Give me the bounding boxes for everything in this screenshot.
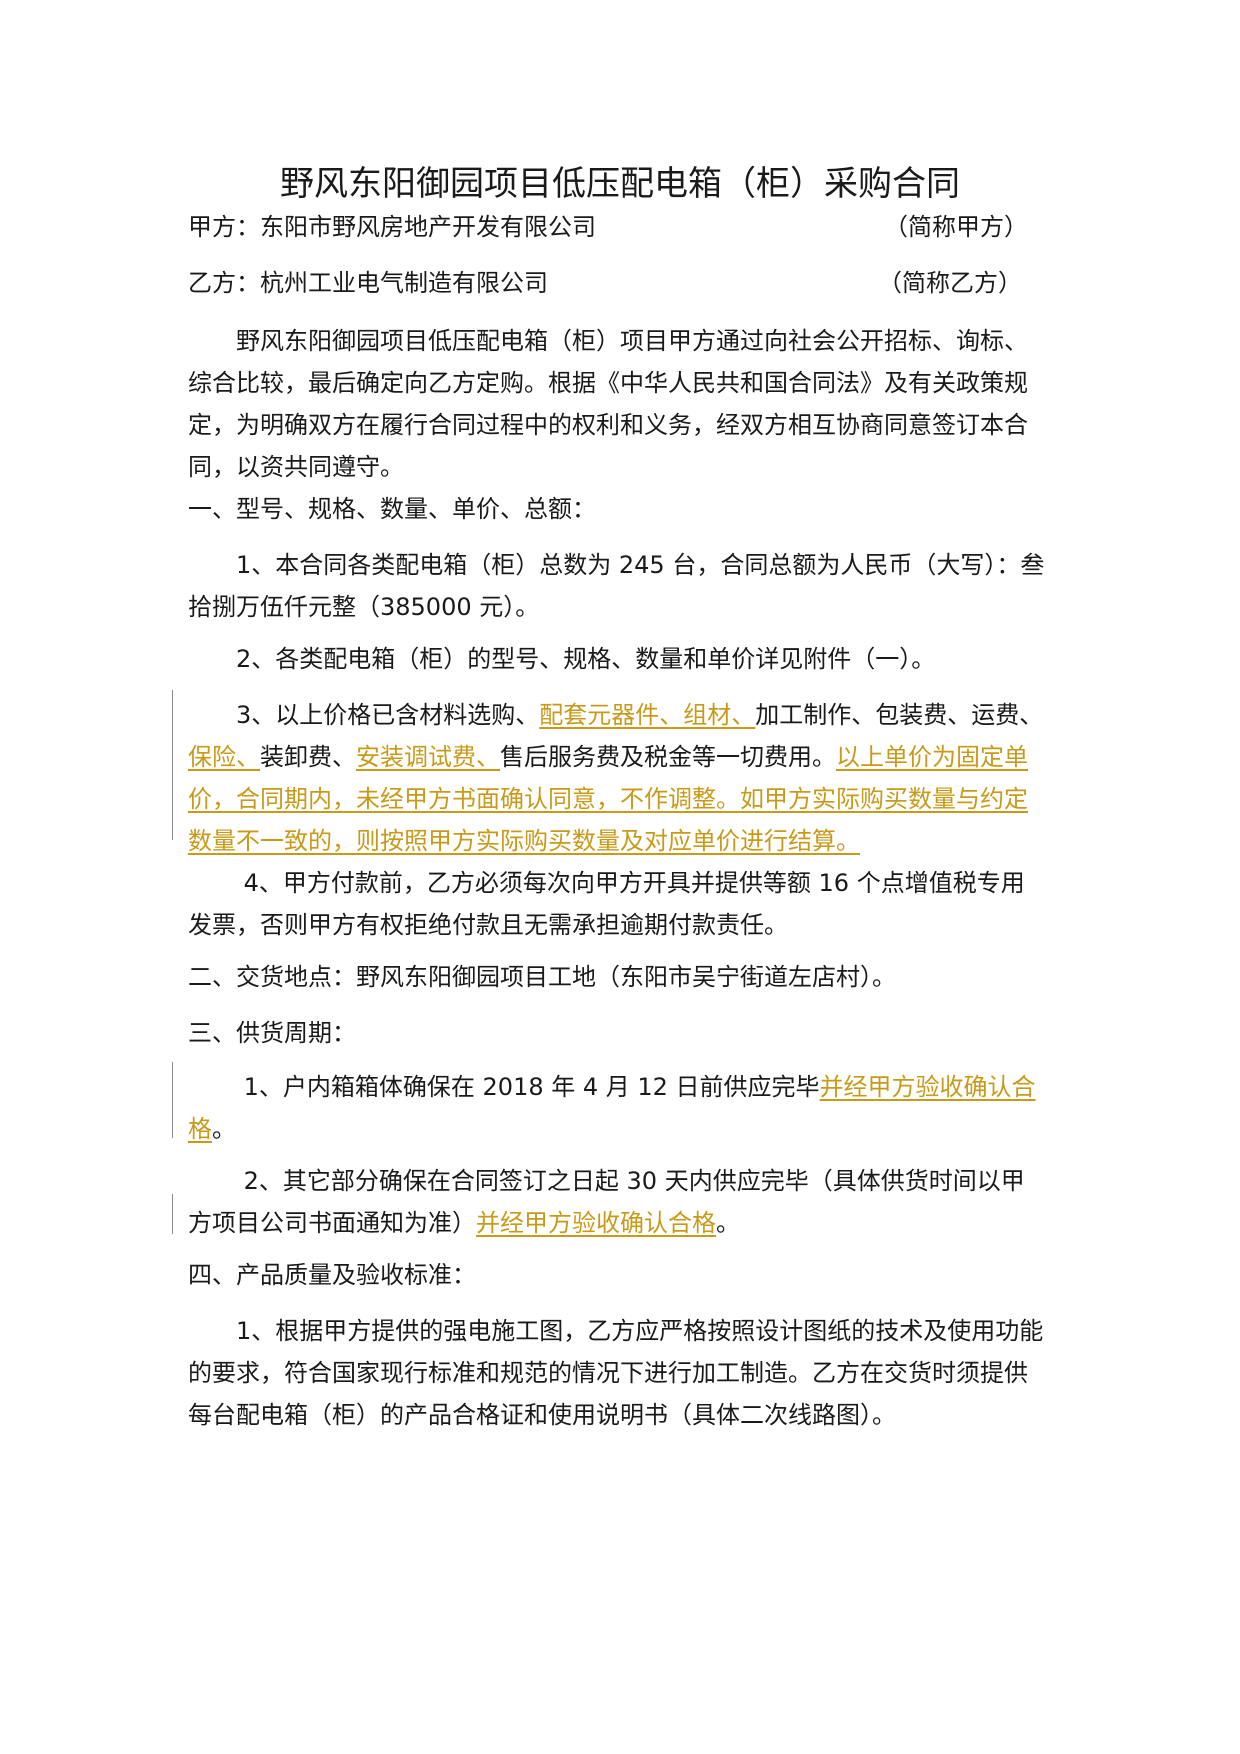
tracked-change: 并经甲方验收确认合格 [476,1209,716,1237]
section-1-clause-1: 1、本合同各类配电箱（柜）总数为 245 台，合同总额为人民币（大写）：叁拾捌万… [188,551,1045,621]
section-1-heading: 一、型号、规格、数量、单价、总额： [188,495,596,523]
tracked-change: 保险、 [188,743,260,771]
document-title: 野风东阳御园项目低压配电箱（柜）采购合同 [280,164,960,204]
section-1-clause-4: 4、甲方付款前，乙方必须每次向甲方开具并提供等额 16 个点增值税专用发票，否则… [188,869,1025,939]
section-3-clause-1: 1、户内箱箱体确保在 2018 年 4 月 12 日前供应完毕并经甲方验收确认合… [188,1073,1036,1143]
party-b-abbr: （简称乙方） [878,269,1022,297]
section-4-clause-1: 1、根据甲方提供的强电施工图，乙方应严格按照设计图纸的技术及使用功能的要求，符合… [188,1317,1044,1429]
tracked-change: 以上单价为固定单价，合同期内，未经甲方书面确认同意，不作调整。如甲方实际购买数量… [188,743,1028,855]
section-1-clause-2: 2、各类配电箱（柜）的型号、规格、数量和单价详见附件（一）。 [188,645,936,673]
revision-bar [172,1194,173,1234]
party-b-line: 乙方：杭州工业电气制造有限公司 （简称乙方） [188,266,1028,300]
section-3-heading: 三、供货周期： [188,1019,356,1047]
tracked-change: 配套元器件、组材、 [539,701,756,729]
revision-bar [172,1062,173,1138]
party-a-abbr: （简称甲方） [884,213,1028,241]
section-4-heading: 四、产品质量及验收标准： [188,1261,476,1289]
tracked-change: 并经甲方验收确认合格 [188,1073,1036,1143]
intro-paragraph: 野风东阳御园项目低压配电箱（柜）项目甲方通过向社会公开招标、询标、综合比较，最后… [188,327,1028,481]
section-3-clause-2: 2、其它部分确保在合同签订之日起 30 天内供应完毕（具体供货时间以甲方项目公司… [188,1167,1025,1237]
section-2-heading: 二、交货地点：野风东阳御园项目工地（东阳市吴宁街道左店村）。 [188,963,896,991]
party-b-label: 乙方：杭州工业电气制造有限公司 [188,269,548,297]
section-1-clause-3: 3、以上价格已含材料选购、配套元器件、组材、加工制作、包装费、运费、保险、装卸费… [188,701,1044,855]
party-a-line: 甲方：东阳市野风房地产开发有限公司 （简称甲方） [188,210,1028,244]
revision-bar [172,690,173,840]
party-a-label: 甲方：东阳市野风房地产开发有限公司 [188,213,596,241]
tracked-change: 安装调试费、 [356,743,500,771]
